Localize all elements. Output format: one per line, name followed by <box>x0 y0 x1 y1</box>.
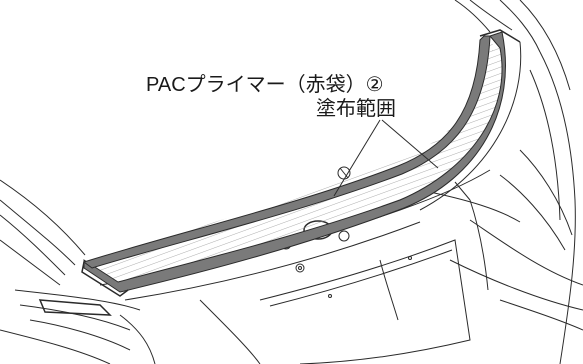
spoiler <box>81 29 522 297</box>
callout-leader-lines <box>333 119 439 197</box>
callout-area-label: 塗布範囲 <box>316 98 396 120</box>
callout-product-label: PACプライマー（赤袋）② <box>146 74 384 96</box>
